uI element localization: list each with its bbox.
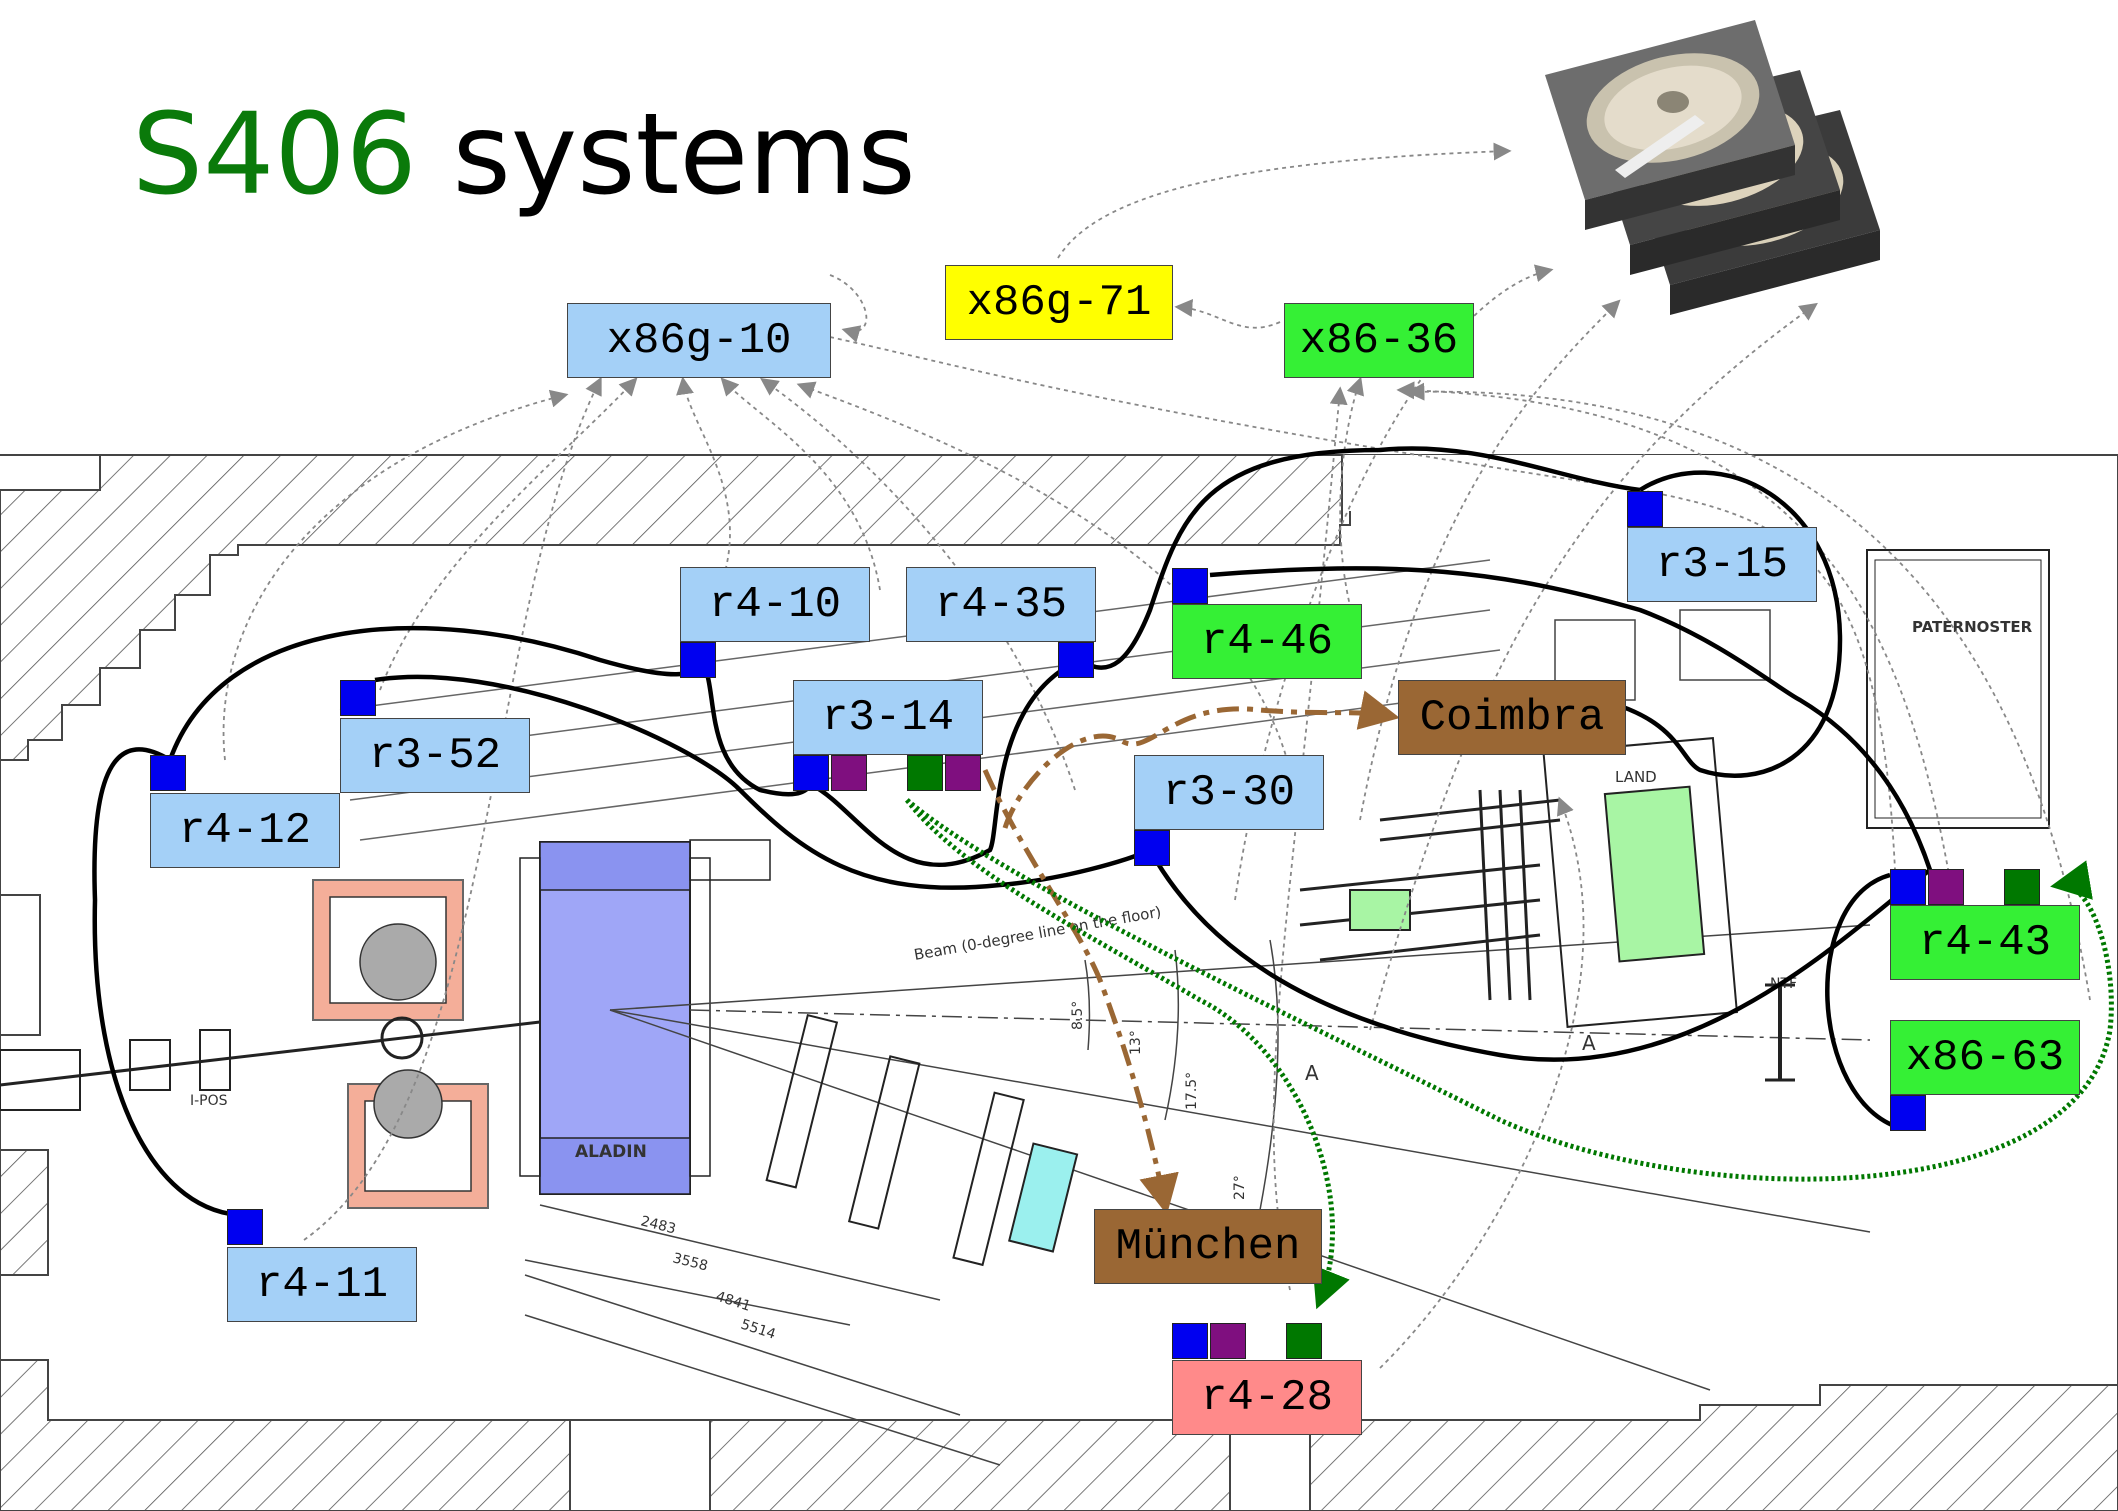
node-x86g-71[interactable]: x86g-71: [945, 265, 1173, 340]
port-r4-28-purple: [1210, 1323, 1246, 1359]
node-r4-46[interactable]: r4-46: [1172, 604, 1362, 679]
dim-4841-label: 4841: [714, 1289, 753, 1315]
port-r4-11-blue: [227, 1209, 263, 1245]
angle-27-label: 27°: [1232, 1175, 1248, 1200]
port-r4-35-blue: [1058, 642, 1094, 678]
node-label: r3-14: [822, 693, 954, 743]
dim-2483-label: 2483: [639, 1213, 677, 1237]
dim-3558-label: 3558: [671, 1250, 709, 1274]
node-r4-43[interactable]: r4-43: [1890, 905, 2080, 980]
node-r4-35[interactable]: r4-35: [906, 567, 1096, 642]
port-r4-12-blue: [150, 755, 186, 791]
node-label: Coimbra: [1420, 693, 1605, 743]
node-r4-12[interactable]: r4-12: [150, 793, 340, 868]
port-x86-63-blue: [1890, 1095, 1926, 1131]
angle-13-label: 13°: [1128, 1030, 1144, 1055]
dim-5514-label: 5514: [739, 1317, 778, 1343]
port-r4-10-blue: [680, 642, 716, 678]
section-a-left-label: A: [1305, 1061, 1319, 1085]
node-r4-11[interactable]: r4-11: [227, 1247, 417, 1322]
angle-175-label: 17.5°: [1184, 1072, 1200, 1110]
port-r3-30-blue: [1134, 830, 1170, 866]
port-r4-43-blue: [1890, 869, 1926, 905]
port-r3-14-blue: [793, 755, 829, 791]
beam-label: Beam (0-degree line on the floor): [913, 903, 1163, 964]
port-r3-14-purple-2: [945, 755, 981, 791]
node-label: x86-36: [1300, 316, 1458, 366]
title-rest: systems: [417, 90, 916, 220]
port-r4-46-blue: [1172, 568, 1208, 604]
node-label: x86g-71: [967, 278, 1152, 328]
node-r3-15[interactable]: r3-15: [1627, 527, 1817, 602]
node-label: r3-52: [369, 731, 501, 781]
node-r3-14[interactable]: r3-14: [793, 680, 983, 755]
angle-85-label: 8.5°: [1070, 1001, 1086, 1030]
node-label: r4-11: [256, 1260, 388, 1310]
node-r4-10[interactable]: r4-10: [680, 567, 870, 642]
section-a-right-label: A: [1582, 1031, 1596, 1055]
node-label: r4-10: [709, 580, 841, 630]
node-label: r3-30: [1163, 768, 1295, 818]
port-r4-43-purple: [1928, 869, 1964, 905]
node-label: r4-28: [1201, 1373, 1333, 1423]
port-r3-14-purple: [831, 755, 867, 791]
port-r4-43-green: [2004, 869, 2040, 905]
node-x86-36[interactable]: x86-36: [1284, 303, 1474, 378]
port-r3-52-blue: [340, 680, 376, 716]
port-r4-28-blue: [1172, 1323, 1208, 1359]
land-label: LAND: [1615, 768, 1657, 786]
node-r3-52[interactable]: r3-52: [340, 718, 530, 793]
node-x86-63[interactable]: x86-63: [1890, 1020, 2080, 1095]
node-r4-28[interactable]: r4-28: [1172, 1360, 1362, 1435]
page-title: S406 systems: [132, 90, 916, 220]
node-label: r4-46: [1201, 617, 1333, 667]
hard-disk-icon: [1545, 20, 1880, 315]
port-r4-28-green: [1286, 1323, 1322, 1359]
paternoster-label: PATERNOSTER: [1912, 618, 2033, 636]
title-highlight: S406: [132, 90, 417, 220]
port-r3-15-blue: [1627, 491, 1663, 527]
node-muenchen[interactable]: München: [1094, 1209, 1322, 1284]
node-coimbra[interactable]: Coimbra: [1398, 680, 1626, 755]
ipos-label: I-POS: [190, 1093, 228, 1109]
node-r3-30[interactable]: r3-30: [1134, 755, 1324, 830]
node-label: r4-43: [1919, 918, 2051, 968]
node-x86g-10[interactable]: x86g-10: [567, 303, 831, 378]
aladin-label: ALADIN: [575, 1142, 647, 1162]
node-label: München: [1116, 1222, 1301, 1272]
node-label: r3-15: [1656, 540, 1788, 590]
node-label: r4-12: [179, 806, 311, 856]
node-label: x86g-10: [607, 316, 792, 366]
port-r3-14-green: [907, 755, 943, 791]
node-label: x86-63: [1906, 1033, 2064, 1083]
node-label: r4-35: [935, 580, 1067, 630]
